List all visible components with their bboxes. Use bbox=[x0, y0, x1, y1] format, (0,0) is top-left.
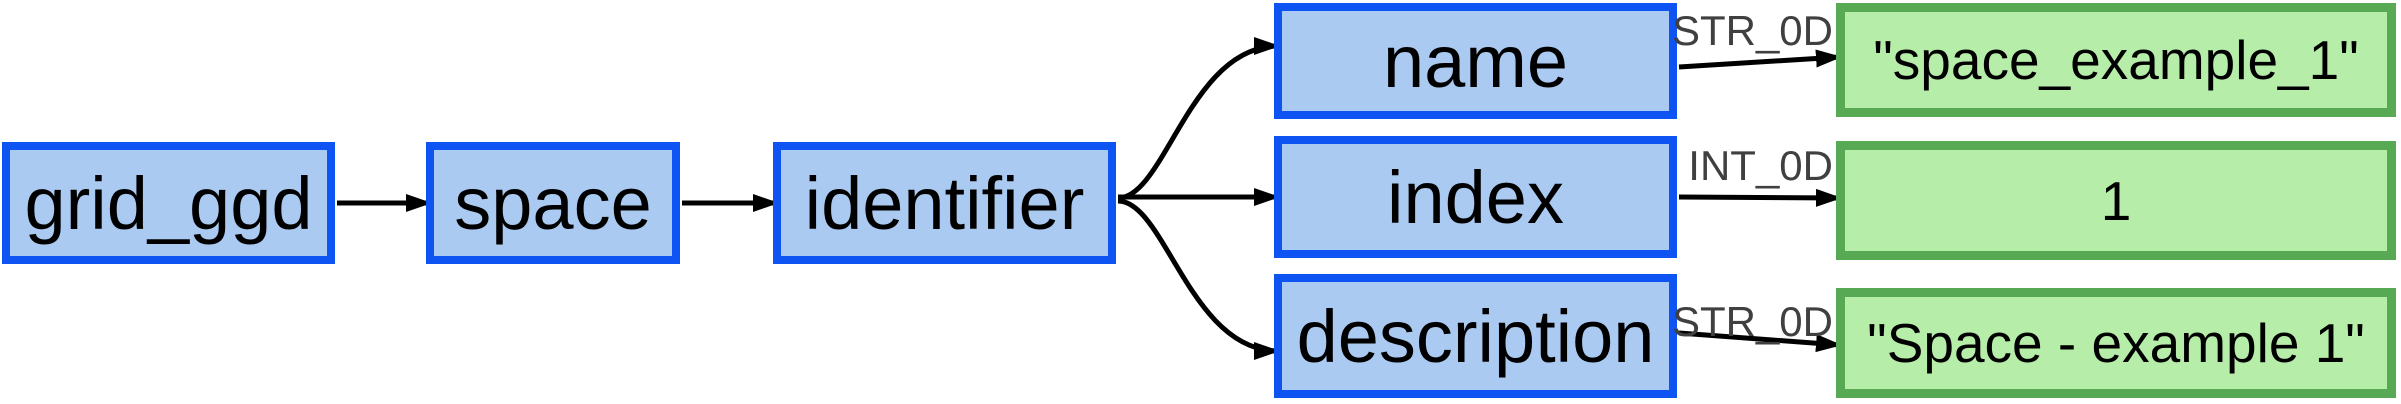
value-name: "space_example_1" bbox=[1836, 3, 2396, 117]
edge-index-to-value bbox=[1678, 188, 1842, 207]
node-space: space bbox=[426, 142, 680, 264]
edge-identifier-to-description bbox=[1117, 198, 1280, 360]
node-identifier: identifier bbox=[773, 142, 1116, 264]
value-description: "Space - example 1" bbox=[1836, 288, 2396, 398]
node-grid-ggd: grid_ggd bbox=[2, 142, 335, 264]
node-description: description bbox=[1274, 274, 1677, 398]
type-label-index: INT_0D bbox=[1688, 142, 1833, 189]
type-label-name: STR_0D bbox=[1671, 7, 1833, 54]
node-index: index bbox=[1274, 136, 1677, 258]
edge-name-to-value bbox=[1678, 49, 1842, 70]
edge-description-to-value bbox=[1678, 330, 1842, 353]
node-name: name bbox=[1274, 3, 1677, 119]
edge-identifier-to-name bbox=[1117, 37, 1280, 201]
value-index: 1 bbox=[1836, 141, 2396, 260]
type-label-description: STR_0D bbox=[1671, 298, 1833, 345]
